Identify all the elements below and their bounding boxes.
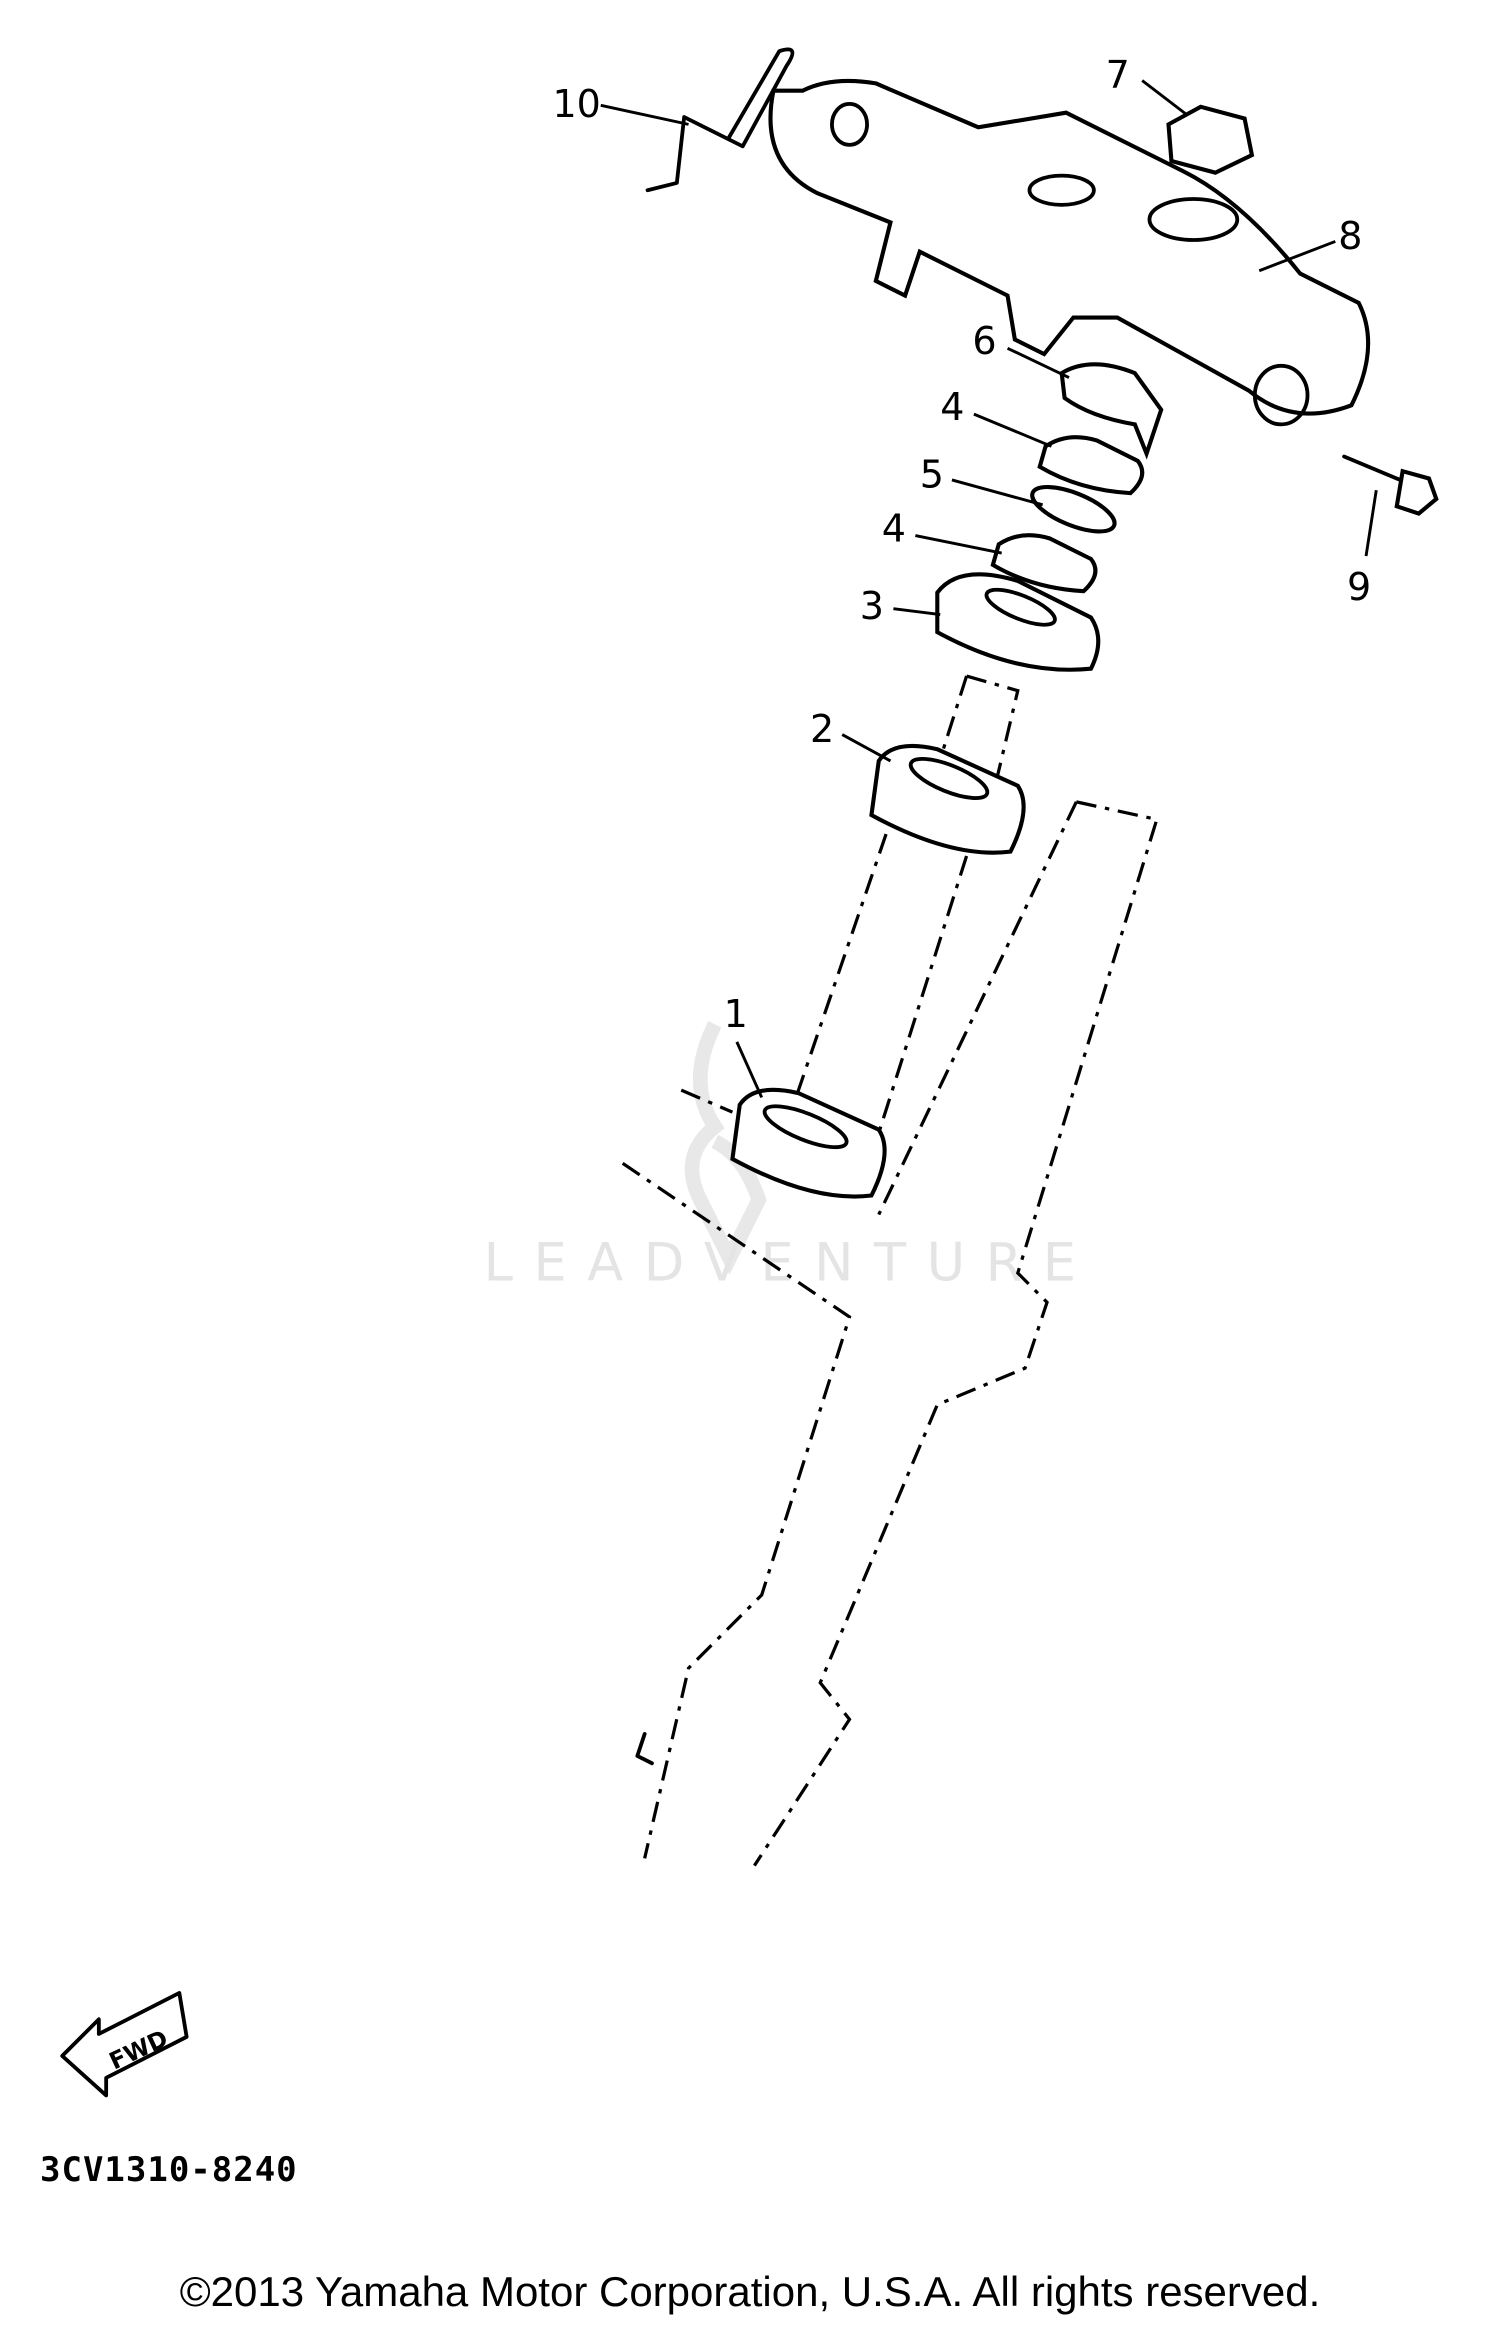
watermark-text: LEADVENTURE bbox=[484, 1232, 1097, 1293]
callout-4-lower: 4 bbox=[882, 506, 906, 550]
part-3-cover bbox=[935, 572, 1101, 672]
fwd-arrow-icon: FWD bbox=[60, 1991, 189, 2098]
part-8-upper-bracket bbox=[768, 78, 1371, 427]
callout-8: 8 bbox=[1338, 214, 1362, 258]
part-5-washer bbox=[1030, 484, 1117, 534]
callout-6: 6 bbox=[972, 319, 996, 363]
part-7-nut bbox=[1166, 104, 1255, 175]
callout-10: 10 bbox=[552, 82, 600, 126]
callout-5: 5 bbox=[920, 452, 944, 496]
steering-stem bbox=[789, 674, 1020, 1157]
part-2-bearing bbox=[869, 743, 1026, 855]
part-4-ring-nut-lower bbox=[990, 533, 1098, 594]
leader-lines bbox=[600, 79, 1378, 1099]
callout-3: 3 bbox=[860, 584, 884, 628]
part-4-ring-nut-upper bbox=[1037, 435, 1145, 496]
fork-outline bbox=[621, 800, 1159, 1867]
part-1-bearing bbox=[730, 1087, 887, 1199]
fwd-label: FWD bbox=[105, 2024, 172, 2075]
callout-1: 1 bbox=[724, 992, 748, 1036]
diagram-code: 3CV1310-8240 bbox=[40, 2150, 298, 2190]
callouts: 10 7 8 6 4 5 4 3 2 1 9 bbox=[552, 53, 1371, 1036]
callout-2: 2 bbox=[810, 707, 834, 751]
callout-9: 9 bbox=[1347, 565, 1371, 609]
part-9-bolt bbox=[1342, 454, 1439, 516]
part-6-lock-washer bbox=[1059, 362, 1164, 460]
callout-4-upper: 4 bbox=[940, 385, 964, 429]
watermark: LEADVENTURE bbox=[484, 1021, 1097, 1293]
copyright-notice: ©2013 Yamaha Motor Corporation, U.S.A. A… bbox=[179, 2268, 1321, 2315]
part-10-clip bbox=[645, 47, 795, 193]
callout-7: 7 bbox=[1106, 53, 1130, 97]
